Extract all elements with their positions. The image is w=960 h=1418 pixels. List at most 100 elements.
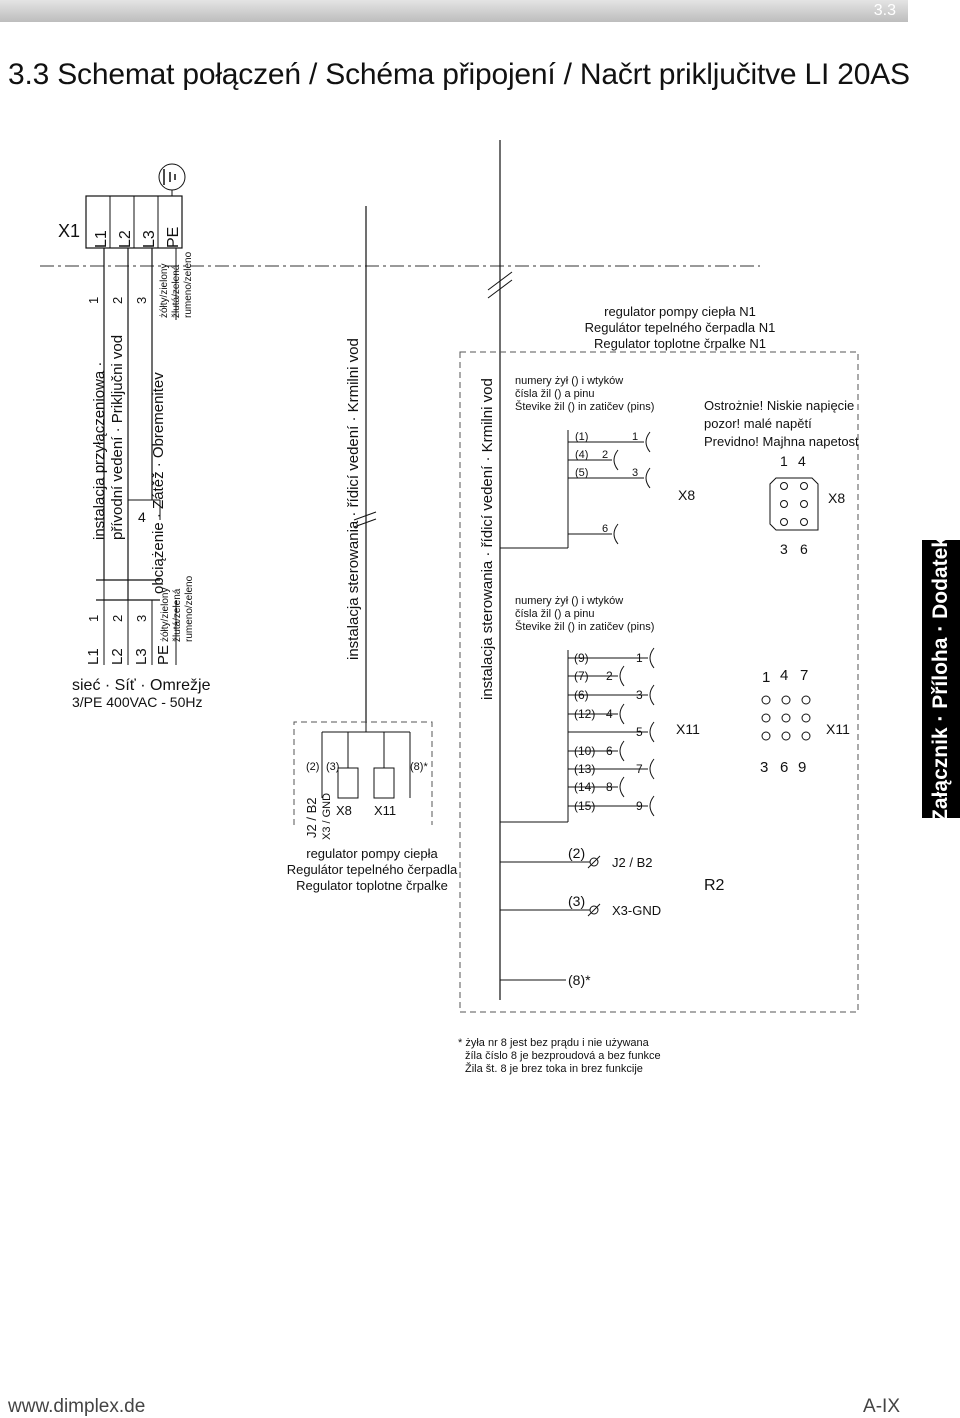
mains-pe-color-pl: żółty/zielony: [160, 588, 171, 642]
x1-terminal-l2: L2: [117, 230, 134, 248]
pe-color-sl: rumeno/zeleno: [183, 251, 194, 318]
mains-l3: L3: [133, 648, 150, 665]
x11-plug-top-1: 1: [762, 669, 770, 686]
page-number-tab: 3.3: [0, 0, 908, 22]
x8-pin-3: 3: [632, 467, 638, 479]
x8-note-sl: Števike žil () in zatičev (pins): [515, 400, 654, 413]
x11-note-pl: numery żył () i wtyków: [515, 595, 623, 607]
x11-pin-4: 4: [606, 707, 613, 721]
x1-terminal-l1: L1: [93, 230, 110, 248]
x11-plug-bottom-6: 6: [780, 759, 788, 776]
control-cable-label-2: instalacja sterowania · řídicí vedení · …: [479, 378, 496, 700]
x8-note-pl: numery żył () i wtyków: [515, 375, 623, 387]
left-x3-gnd: X3 / GND: [321, 793, 333, 840]
x11-plug-bottom-9: 9: [798, 759, 806, 776]
x3-gnd-label: X3-GND: [612, 903, 661, 918]
x8-wire-5: (5): [575, 467, 588, 479]
x11-pin-9: 9: [636, 799, 643, 813]
n1-name-cz: Regulátor tepelného čerpadla N1: [585, 320, 776, 335]
x11-wire-15: (15): [574, 799, 595, 813]
x1-number-1: 1: [86, 297, 101, 304]
footnote-cz: žíla číslo 8 je bezproudová a bez funkce: [465, 1050, 661, 1062]
mains-pe-color-sl: rumeno/zeleno: [184, 575, 195, 642]
mains-number-2: 2: [110, 615, 125, 622]
x11-wire-14: (14): [574, 780, 595, 794]
footnote-sl: Žila št. 8 je brez toka in brez funkcije: [465, 1062, 643, 1075]
j2-b2-label: J2 / B2: [612, 855, 652, 870]
x8-pin-1: 1: [632, 431, 638, 443]
pe-color-cz: žlutá/zelená: [171, 264, 182, 318]
ground-icon: [158, 163, 186, 196]
install-label-2: přívodní vedení · Priključni vod: [109, 335, 126, 540]
x8-pin-6: 6: [602, 523, 608, 535]
x11-note-cz: čísla žil () a pinu: [515, 608, 594, 620]
mains-pe-color-cz: žlutá/zelená: [172, 588, 183, 642]
left-unit-box: [293, 721, 433, 825]
j2-terminal-icon: [587, 855, 601, 869]
left-x11-connector: [373, 767, 395, 799]
left-pin-2: (2): [306, 761, 319, 773]
left-unit-name-sl: Regulator toplotne črpalke: [296, 878, 448, 893]
x11-pin-6: 6: [606, 744, 613, 758]
x8-plug-label: X8: [828, 490, 845, 506]
x11-wire-13: (13): [574, 762, 595, 776]
x1-number-2: 2: [110, 297, 125, 304]
network-label: sieć · Síť · Omrežje: [72, 677, 211, 694]
x11-note-sl: Števike žil () in zatičev (pins): [515, 620, 654, 633]
x8-plug-bottom-6: 6: [800, 541, 808, 557]
x8-pin-2: 2: [602, 449, 608, 461]
bottom-wire-8: (8)*: [568, 972, 591, 988]
warning-sl: Previdno! Majhna napetost: [704, 434, 859, 449]
x11-wire-9: (9): [574, 651, 589, 665]
warning-pl: Ostrożnie! Niskie napięcie: [704, 398, 854, 413]
page-number: 3.3: [873, 2, 896, 19]
x11-plug-top-4: 4: [780, 667, 788, 684]
mains-number-1: 1: [86, 615, 101, 622]
x11-plug-face: [761, 695, 811, 741]
mains-l2: L2: [109, 648, 126, 665]
x11-pin-5: 5: [636, 725, 643, 739]
load-label: obciążenie · Zátěž · Obremenitev: [150, 372, 167, 594]
x1-terminal-pe: PE: [165, 227, 182, 248]
x8-wire-1: (1): [575, 431, 588, 443]
x1-label: X1: [58, 221, 80, 241]
n1-name-sl: Regulator toplotne črpalke N1: [594, 336, 766, 351]
x11-pin-3: 3: [636, 688, 643, 702]
x11-wire-12: (12): [574, 707, 595, 721]
bottom-wire-2: (2): [568, 845, 585, 861]
x11-pin-1: 1: [636, 651, 643, 665]
r2-sensor-label: R2: [704, 877, 725, 894]
left-j2-b2: J2 / B2: [304, 798, 319, 838]
left-x8-label: X8: [336, 803, 352, 818]
x1-terminal-l3: L3: [141, 230, 158, 248]
footnote-pl: * żyła nr 8 jest bez prądu i nie używana: [458, 1037, 650, 1049]
n1-name-pl: regulator pompy ciepła N1: [604, 304, 756, 319]
warning-cz: pozor! malé napětí: [704, 416, 812, 431]
mains-pe: PE: [155, 645, 172, 665]
x11-plug-label: X11: [826, 721, 850, 737]
x11-pin-8: 8: [606, 780, 613, 794]
x8-label: X8: [678, 487, 695, 503]
x8-plug-bottom-3: 3: [780, 541, 788, 557]
load-number: 4: [138, 509, 146, 525]
x11-wire-6: (6): [574, 688, 589, 702]
gnd-terminal-icon: [587, 903, 601, 917]
x11-pin-7: 7: [636, 762, 643, 776]
x11-wire-10: (10): [574, 744, 595, 758]
left-x11-label: X11: [374, 803, 396, 818]
left-unit-name-pl: regulator pompy ciepła: [306, 846, 438, 861]
x1-number-3: 3: [134, 297, 149, 304]
n1-unit-box: [459, 351, 859, 1013]
left-pin-3: (3): [326, 761, 339, 773]
x11-plug-top-7: 7: [800, 667, 808, 684]
network-spec: 3/PE 400VAC - 50Hz: [72, 694, 202, 710]
x11-plug-bottom-3: 3: [760, 759, 768, 776]
x8-wire-4: (4): [575, 449, 588, 461]
left-unit-name-cz: Regulátor tepelného čerpadla: [287, 862, 458, 877]
footer-page: A-IX: [863, 1396, 900, 1417]
page-title: 3.3 Schemat połączeń / Schéma připojení …: [8, 58, 910, 91]
x8-plug-top-4: 4: [798, 453, 806, 469]
footer-website: www.dimplex.de: [8, 1396, 146, 1417]
control-cable-label-1: instalacja sterowania · řídicí vedení · …: [345, 338, 362, 660]
